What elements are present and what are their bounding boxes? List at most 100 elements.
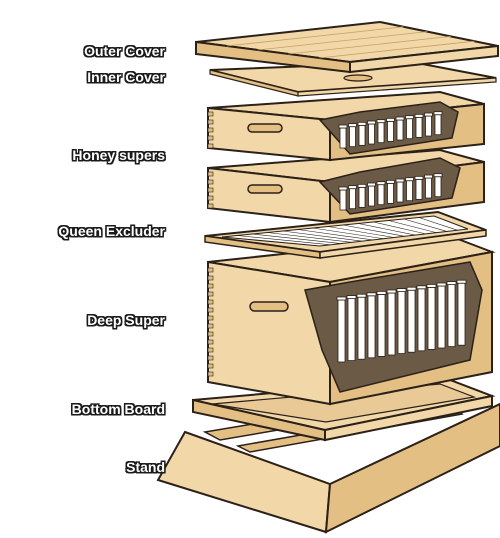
frame-top-bar [414, 175, 424, 180]
excluder-wire [282, 230, 363, 242]
frame [447, 284, 456, 348]
excluder-wire [418, 217, 458, 231]
honey-super-upper [207, 90, 485, 162]
frame-top-bar [416, 285, 427, 290]
frame-top-bar [348, 185, 357, 190]
frame [434, 176, 442, 198]
frame [457, 282, 466, 346]
frame [339, 127, 347, 149]
frame [337, 299, 346, 363]
frame [396, 119, 404, 141]
frame-top-bar [366, 292, 377, 297]
frame-top-bar [376, 119, 386, 124]
label-bottom-board: Bottom Board [71, 401, 165, 417]
frame [434, 114, 442, 136]
frame [397, 291, 406, 355]
frame [427, 286, 436, 350]
deep-super-part [207, 234, 496, 406]
frame [349, 126, 356, 148]
label-queen-excluder: Queen Excluder [58, 223, 165, 239]
box-joint [207, 283, 214, 289]
frame-top-bar [446, 281, 457, 286]
queen-excluder-side-edge [319, 229, 487, 259]
stand-side-board [324, 402, 500, 534]
box-joint [207, 323, 214, 329]
frame-top-bar [386, 117, 395, 122]
frame-top-bar [406, 286, 417, 291]
box-joint [207, 179, 214, 185]
label-stand: Stand [126, 459, 165, 475]
excluder-wire [343, 224, 405, 237]
frame [358, 186, 366, 208]
frame [396, 181, 404, 203]
box-joint [207, 307, 214, 313]
honey-super-lower-frames [338, 173, 443, 211]
excluder-wire [237, 235, 331, 246]
frame-top-bar [414, 113, 424, 118]
box-joint [207, 363, 214, 369]
excluder-wire [358, 223, 416, 236]
frame [377, 293, 386, 357]
honey-super-lower [207, 148, 485, 224]
box-joint [207, 203, 214, 209]
frame [347, 298, 356, 362]
frame [415, 178, 423, 200]
frame-top-bar [424, 174, 433, 179]
box-joint [207, 119, 214, 125]
frame-top-bar [367, 120, 376, 125]
queen-excluder-grid [221, 215, 469, 247]
frame-top-bar [376, 181, 386, 186]
frame-top-bar [356, 293, 367, 298]
excluder-wire [267, 232, 352, 243]
excluder-wire [403, 218, 447, 232]
excluder-wire [252, 233, 342, 244]
label-inner-cover: Inner Cover [87, 69, 165, 85]
bottom-board-part [192, 376, 496, 442]
box-joint [207, 135, 214, 141]
frame-top-bar [405, 177, 414, 182]
box-joint [207, 195, 214, 201]
grain-line [288, 36, 451, 55]
frame [339, 189, 347, 211]
inner-cover-vent-hole [343, 74, 373, 82]
box-joint [207, 291, 214, 297]
box-joint [207, 111, 214, 117]
grain-line [319, 40, 475, 59]
frame-top-bar [433, 173, 443, 178]
frame [367, 295, 376, 359]
excluder-wire [327, 226, 395, 238]
frame [349, 188, 356, 210]
frame-top-bar [357, 121, 367, 126]
box-joint [207, 275, 214, 281]
box-joint [207, 315, 214, 321]
bottom-board-side [324, 394, 493, 442]
frame-top-bar [436, 282, 447, 287]
frame [437, 285, 446, 349]
excluder-wire [297, 229, 373, 241]
excluder-wire [312, 227, 384, 240]
frame [406, 118, 413, 140]
label-deep-super: Deep Super [87, 312, 165, 328]
frame [406, 180, 413, 202]
grain-line [226, 26, 404, 47]
frame [387, 120, 394, 142]
frame [387, 182, 394, 204]
box-joint [207, 339, 214, 345]
queen-excluder-wires [237, 217, 458, 246]
frame-top-bar [405, 115, 414, 120]
frame [357, 296, 366, 360]
box-joint [207, 355, 214, 361]
label-honey-supers: Honey supers [72, 147, 165, 163]
frame-top-bar [336, 296, 347, 301]
frame [417, 288, 426, 352]
frame-top-bar [357, 183, 367, 188]
frame [377, 184, 385, 206]
excluder-wire [388, 220, 437, 233]
honey-super-lower-box-joints [207, 171, 214, 209]
frame [377, 122, 385, 144]
queen-excluder-part [204, 210, 487, 259]
outer-cover-side-rim [349, 44, 499, 74]
frame-top-bar [367, 182, 376, 187]
